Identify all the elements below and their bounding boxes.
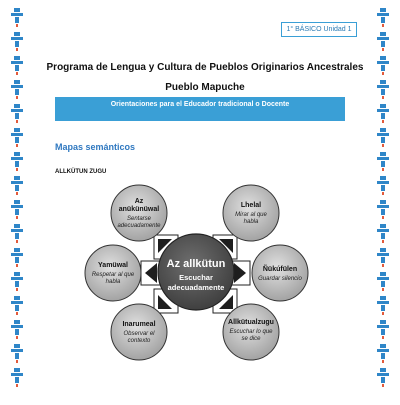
subsection-heading: ALLKÜTUN ZUGU — [55, 169, 107, 175]
center-subtitle-line-2: adecuadamente — [168, 283, 225, 292]
center-subtitle-line-1: Escuchar — [179, 273, 213, 282]
node-desc-line-1: Respetar al que — [92, 272, 135, 278]
node-desc-line-1: Observar el — [123, 331, 155, 337]
center-title: Az allkütun — [167, 258, 226, 270]
node-title-line-2: anükünüwal — [119, 206, 160, 213]
node-desc: Guardar silencio — [258, 276, 302, 282]
section-heading: Mapas semánticos — [55, 142, 136, 152]
node-title-line-1: Az — [135, 198, 144, 205]
node-desc-line-1: Escuchar lo que — [229, 329, 273, 335]
center-concept: Az allkütun Escuchar adecuadamente — [157, 233, 235, 311]
node-title: Inarumeal — [122, 321, 155, 328]
node-allkutualzugu: Allkütualzugu Escuchar lo que se dice — [222, 303, 280, 361]
node-nukufulen: Ñükúfülen Guardar silencio — [251, 244, 309, 302]
node-desc-line-1: Sentarse — [127, 216, 152, 222]
arrow-l — [140, 260, 161, 286]
node-desc-line-2: habla — [106, 279, 121, 285]
mapuche-pattern-icon — [11, 8, 23, 387]
node-desc-line-1: Mirar al que — [235, 212, 267, 218]
node-lhelal: Lhelal Mirar al que habla — [222, 184, 280, 242]
node-inarumeal: Inarumeal Observar el contexto — [110, 303, 168, 361]
node-yamuwal: Yamüwal Respetar al que habla — [84, 244, 142, 302]
left-decorative-border — [9, 0, 25, 400]
program-title: Programa de Lengua y Cultura de Pueblos … — [46, 62, 364, 73]
node-title: Yamüwal — [98, 262, 128, 269]
right-decorative-border — [375, 0, 391, 400]
node-desc-line-2: se dice — [241, 336, 261, 342]
unit-label: 1° BÁSICO Unidad 1 — [281, 22, 357, 37]
node-title: Lhelal — [241, 202, 261, 209]
node-desc-line-2: contexto — [128, 338, 151, 344]
arrow-r — [230, 260, 251, 286]
mapuche-pattern-icon — [377, 8, 389, 387]
node-desc-line-2: habla — [244, 219, 259, 225]
people-title: Pueblo Mapuche — [165, 82, 245, 93]
node-title: Ñükúfülen — [263, 264, 297, 273]
node-title: Allkütualzugu — [228, 319, 274, 326]
orientation-banner: Orientaciones para el Educador tradicion… — [55, 97, 345, 121]
node-az-anukunuwal: Az anükünüwal Sentarse adecuadamente — [110, 184, 168, 242]
node-desc-line-2: adecuadamente — [117, 223, 161, 229]
